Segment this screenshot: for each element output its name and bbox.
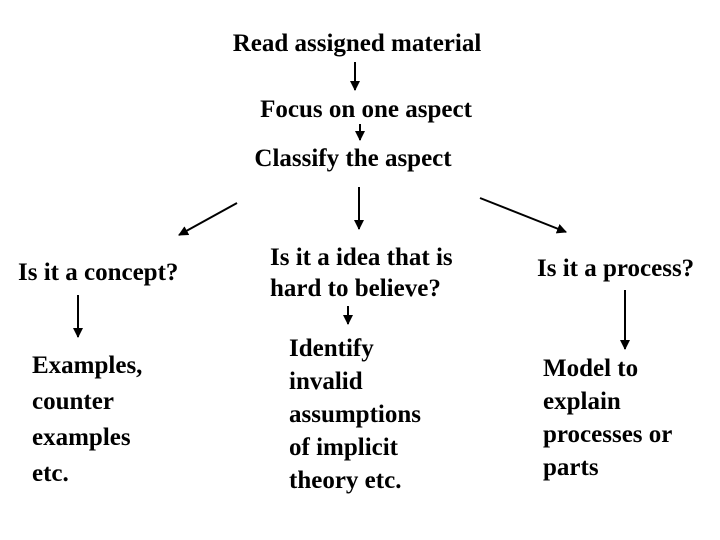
node-concept-action: Examples, counter examples etc. [32,352,143,487]
node-is-idea: Is it a idea that is hard to believe? [270,244,453,302]
node-is-process: Is it a process? [537,255,695,282]
arrow-classify-to-process [479,197,567,234]
node-classify-aspect: Classify the aspect [254,145,452,172]
node-is-concept: Is it a concept? [18,259,179,286]
node-idea-action: Identify invalid assumptions of implicit… [289,335,421,494]
node-focus-aspect: Focus on one aspect [260,96,472,123]
arrow-classify-to-concept [178,202,238,236]
node-process-action: Model to explain processes or parts [543,355,673,481]
node-read-material: Read assigned material [232,30,482,57]
